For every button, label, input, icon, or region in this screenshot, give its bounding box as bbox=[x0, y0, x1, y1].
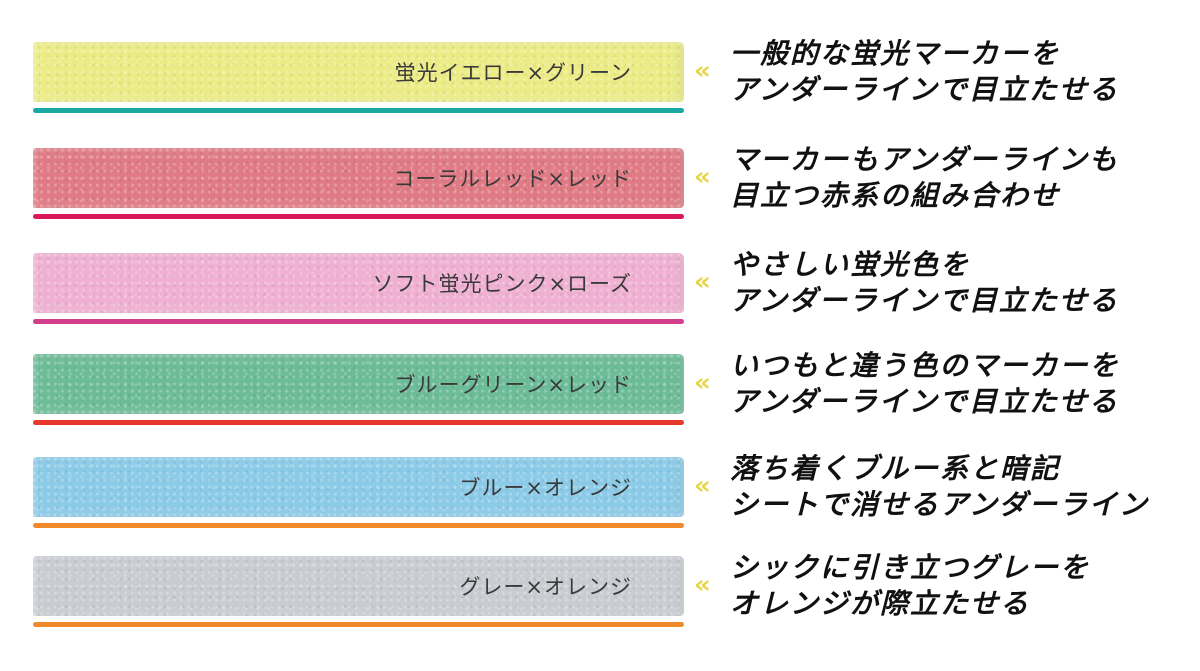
description-line: アンダーラインで目立たせる bbox=[730, 385, 1119, 418]
description-line: シートで消せるアンダーライン bbox=[730, 488, 1149, 521]
marker-label: 蛍光イエロー×グリーン bbox=[394, 61, 632, 85]
marker-swatch: 蛍光イエロー×グリーン bbox=[33, 42, 684, 102]
marker-row-pink: ソフト蛍光ピンク×ローズ « やさしい蛍光色を アンダーラインで目立たせる bbox=[0, 248, 1200, 343]
marker-swatch: ソフト蛍光ピンク×ローズ bbox=[33, 253, 684, 313]
description: マーカーもアンダーラインも 目立つ赤系の組み合わせ bbox=[730, 142, 1190, 214]
chevron-left-icon: « bbox=[694, 570, 711, 600]
underline-swatch bbox=[33, 214, 684, 219]
description-line: シックに引き立つグレーを bbox=[730, 551, 1091, 584]
underline-swatch bbox=[33, 523, 684, 528]
marker-row-yellow: 蛍光イエロー×グリーン « 一般的な蛍光マーカーを アンダーラインで目立たせる bbox=[0, 37, 1200, 132]
description-line: マーカーもアンダーラインも bbox=[730, 143, 1119, 176]
marker-label: グレー×オレンジ bbox=[459, 575, 632, 599]
marker-swatch: グレー×オレンジ bbox=[33, 556, 684, 616]
description: やさしい蛍光色を アンダーラインで目立たせる bbox=[730, 247, 1190, 319]
marker-row-gray: グレー×オレンジ « シックに引き立つグレーを オレンジが際立たせる bbox=[0, 551, 1200, 646]
description: いつもと違う色のマーカーを アンダーラインで目立たせる bbox=[730, 348, 1190, 420]
underline-swatch bbox=[33, 319, 684, 324]
underline-swatch bbox=[33, 420, 684, 425]
description-line: 落ち着くブルー系と暗記 bbox=[730, 452, 1061, 485]
description-line: 目立つ赤系の組み合わせ bbox=[730, 179, 1061, 212]
chevron-left-icon: « bbox=[694, 267, 711, 297]
description-line: いつもと違う色のマーカーを bbox=[730, 349, 1120, 382]
description: シックに引き立つグレーを オレンジが際立たせる bbox=[730, 550, 1190, 622]
description-line: やさしい蛍光色を bbox=[730, 248, 971, 281]
marker-row-coral: コーラルレッド×レッド « マーカーもアンダーラインも 目立つ赤系の組み合わせ bbox=[0, 143, 1200, 238]
marker-label: ソフト蛍光ピンク×ローズ bbox=[372, 272, 632, 296]
chevron-left-icon: « bbox=[694, 162, 711, 192]
marker-swatch: ブルー×オレンジ bbox=[33, 457, 684, 517]
underline-swatch bbox=[33, 108, 684, 113]
marker-label: ブルー×オレンジ bbox=[459, 476, 632, 500]
marker-label: コーラルレッド×レッド bbox=[393, 167, 632, 191]
marker-swatch: コーラルレッド×レッド bbox=[33, 148, 684, 208]
description-line: アンダーラインで目立たせる bbox=[730, 73, 1119, 106]
description-line: アンダーラインで目立たせる bbox=[730, 284, 1119, 317]
marker-row-bluegreen: ブルーグリーン×レッド « いつもと違う色のマーカーを アンダーラインで目立たせ… bbox=[0, 349, 1200, 444]
description: 落ち着くブルー系と暗記 シートで消せるアンダーライン bbox=[730, 451, 1190, 523]
description: 一般的な蛍光マーカーを アンダーラインで目立たせる bbox=[730, 36, 1190, 108]
description-line: 一般的な蛍光マーカーを bbox=[730, 37, 1061, 70]
description-line: オレンジが際立たせる bbox=[730, 587, 1031, 620]
underline-swatch bbox=[33, 622, 684, 627]
marker-row-blue: ブルー×オレンジ « 落ち着くブルー系と暗記 シートで消せるアンダーライン bbox=[0, 452, 1200, 547]
chevron-left-icon: « bbox=[694, 471, 711, 501]
marker-label: ブルーグリーン×レッド bbox=[394, 373, 632, 397]
marker-swatch: ブルーグリーン×レッド bbox=[33, 354, 684, 414]
chevron-left-icon: « bbox=[694, 368, 711, 398]
chevron-left-icon: « bbox=[694, 56, 711, 86]
